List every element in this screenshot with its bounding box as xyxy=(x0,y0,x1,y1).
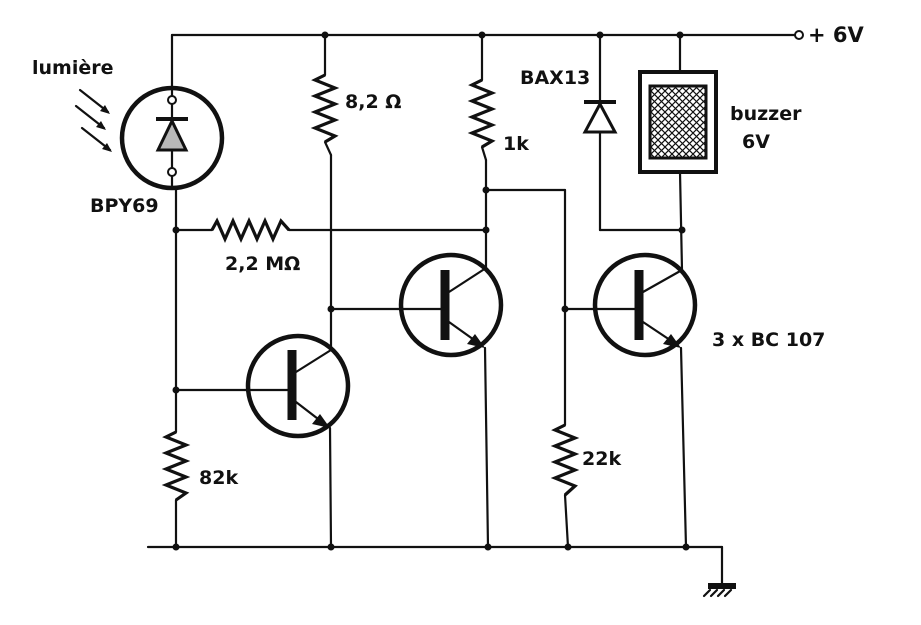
resistor-22k xyxy=(550,423,580,549)
transistor-t2 xyxy=(396,252,504,549)
resistor-1k xyxy=(467,33,594,427)
resistor-8-2-ohm xyxy=(310,33,400,352)
buzzer xyxy=(638,33,718,272)
ground-rail xyxy=(146,543,724,585)
light-label: lumière xyxy=(32,57,114,79)
resistor-2-2-mohm-label: 2,2 MΩ xyxy=(225,253,300,275)
supply-rail xyxy=(170,30,804,40)
ground-symbol xyxy=(702,583,736,598)
diode-bax13 xyxy=(582,33,686,234)
transistor-t3 xyxy=(590,252,698,549)
transistor-t1 xyxy=(243,333,351,549)
resistor-1k-label: 1k xyxy=(503,133,529,155)
supply-label: + 6V xyxy=(808,23,865,47)
resistor-22k-label: 22k xyxy=(582,448,621,470)
diode-label: BAX13 xyxy=(520,67,590,89)
photodiode-bpy69 xyxy=(119,33,225,191)
resistor-82k xyxy=(161,430,191,502)
buzzer-label: buzzer xyxy=(730,103,802,125)
supply-terminal xyxy=(794,30,804,40)
light-arrows xyxy=(74,88,112,152)
buzzer-voltage-label: 6V xyxy=(742,131,770,153)
transistors-label: 3 x BC 107 xyxy=(712,329,825,351)
left-wire xyxy=(172,186,247,549)
resistor-82k-label: 82k xyxy=(199,467,238,489)
resistor-8-2-ohm-label: 8,2 Ω xyxy=(345,91,401,113)
photodiode-label: BPY69 xyxy=(90,195,159,217)
resistor-2-2-mohm xyxy=(174,217,490,243)
